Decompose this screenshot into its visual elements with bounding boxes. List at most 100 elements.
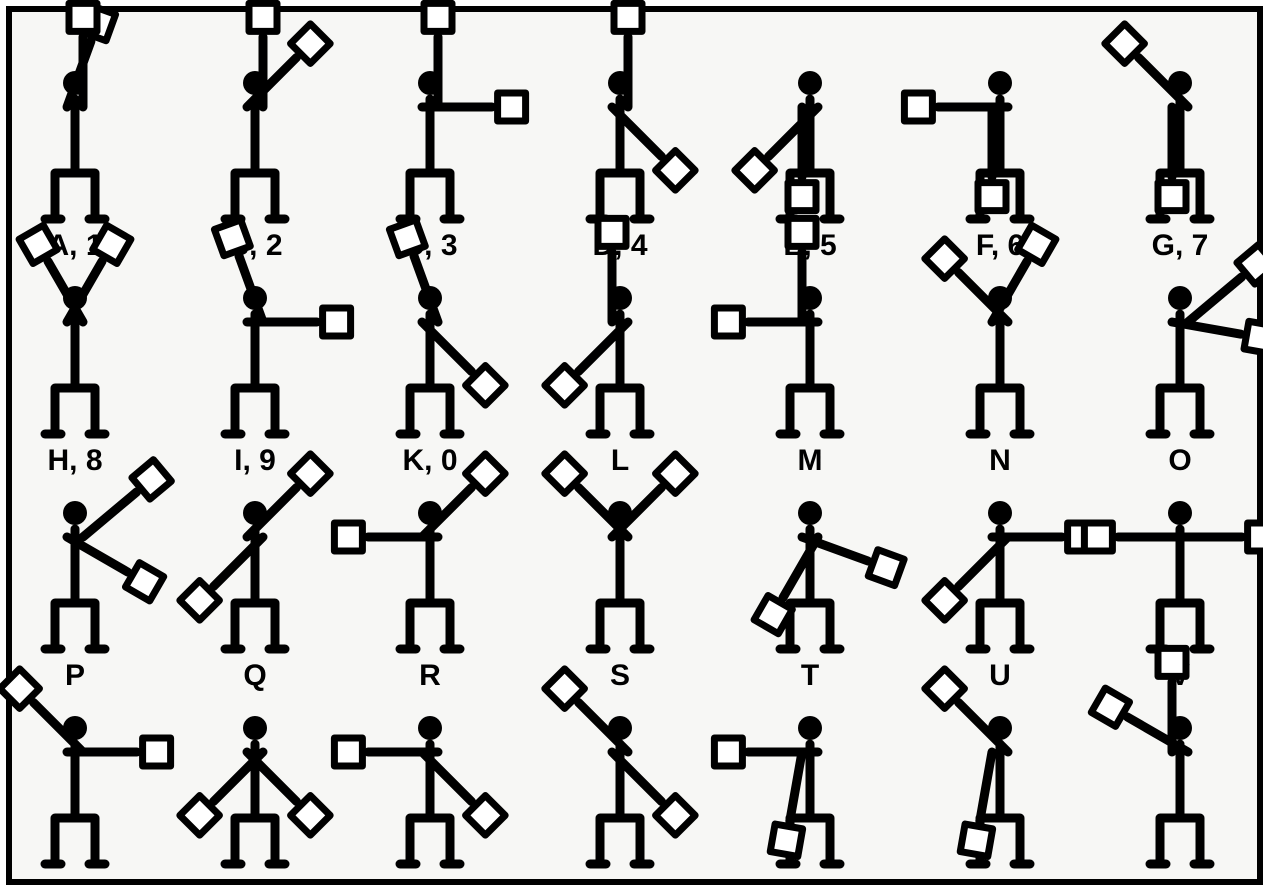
signal-x: X [180,716,330,885]
legs [1160,603,1200,649]
signal-label: Q [243,659,266,692]
signal-o: O [1150,245,1263,477]
legs [55,603,95,649]
signal-label: S [610,659,630,692]
legs [1160,818,1200,864]
signal-label: R [419,659,441,692]
legs [55,173,95,219]
signal-label: Zahlen ! [956,879,1044,885]
right-flag-icon [714,308,742,336]
right-flag-icon [614,3,642,31]
legs [410,818,450,864]
legs [55,818,95,864]
head [1168,501,1192,525]
signal-label: Z [611,874,629,885]
right-flag-icon [389,220,425,256]
legs [410,173,450,219]
signal-label: G, 7 [1152,229,1209,262]
legs [235,388,275,434]
left-flag-icon [960,824,992,856]
right-flag-icon [69,3,97,31]
signal-label: Streichen ! [751,879,870,885]
right-flag-icon [334,523,362,551]
signal-u: U [925,501,1096,692]
signal-label: H, 8 [47,444,102,477]
left-flag-icon [1158,183,1186,211]
signal-label: Y [420,874,440,885]
left-flag-icon [1244,321,1263,353]
signal-label: L [611,444,629,477]
head [988,501,1012,525]
signal-z: Z [545,669,695,885]
right-flag-icon [334,738,362,766]
signal-label: K, 0 [402,444,457,477]
right-flag-icon [214,220,250,256]
legs [600,173,640,219]
signal-p: P [45,460,171,692]
left-flag-icon [1158,648,1186,676]
left-flag-icon [323,308,351,336]
signal-label: M [798,444,823,477]
head [418,716,442,740]
legs [980,388,1020,434]
left-flag-icon [868,550,904,586]
signal-label: T [801,659,819,692]
head [798,716,822,740]
legs [790,603,830,649]
right-flag-icon [1091,688,1129,726]
legs [1160,388,1200,434]
head [1168,286,1192,310]
signal-buchstaben: Buchstaben ! [1091,648,1253,885]
legs [235,818,275,864]
legs [235,173,275,219]
signal-label: N [989,444,1011,477]
signal-r: R [334,454,505,692]
left-flag-icon [598,218,626,246]
signal-y: Y [334,716,505,885]
head [798,501,822,525]
left-flag-icon [143,738,171,766]
right-flag-icon [714,738,742,766]
signal-t: T [754,501,904,692]
signal-label: X [245,874,265,885]
signal-label: Buchstaben ! [1107,879,1253,885]
left-arm [980,752,992,821]
right-arm [83,492,137,537]
left-flag-icon [125,563,163,601]
signal-w: W [0,669,171,885]
legs [55,388,95,434]
signal-label: W [61,874,90,885]
right-flag-icon [904,93,932,121]
legs [235,603,275,649]
signal-zahlen: Zahlen ! [925,669,1044,885]
legs [980,603,1020,649]
left-flag-icon [978,183,1006,211]
signal-f: F, 6 [904,71,1030,262]
signal-h: H, 8 [19,225,131,477]
legs [410,603,450,649]
legs [600,388,640,434]
head [63,501,87,525]
legs [790,388,830,434]
left-arm [790,752,802,821]
legs [410,388,450,434]
head [988,71,1012,95]
left-flag-icon [1248,523,1263,551]
signal-g: G, 7 [1105,24,1210,262]
signal-label: P [65,659,85,692]
right-flag-icon [424,3,452,31]
head [798,71,822,95]
left-flag-icon [498,93,526,121]
signal-s: S [545,454,695,692]
legs [600,818,640,864]
signal-label: O [1168,444,1191,477]
left-flag-icon [788,183,816,211]
signal-q: Q [180,454,330,692]
right-arm [1188,277,1242,322]
signal-label: U [989,659,1011,692]
right-flag-icon [249,3,277,31]
signal-label: I, 9 [234,444,276,477]
legs [600,603,640,649]
